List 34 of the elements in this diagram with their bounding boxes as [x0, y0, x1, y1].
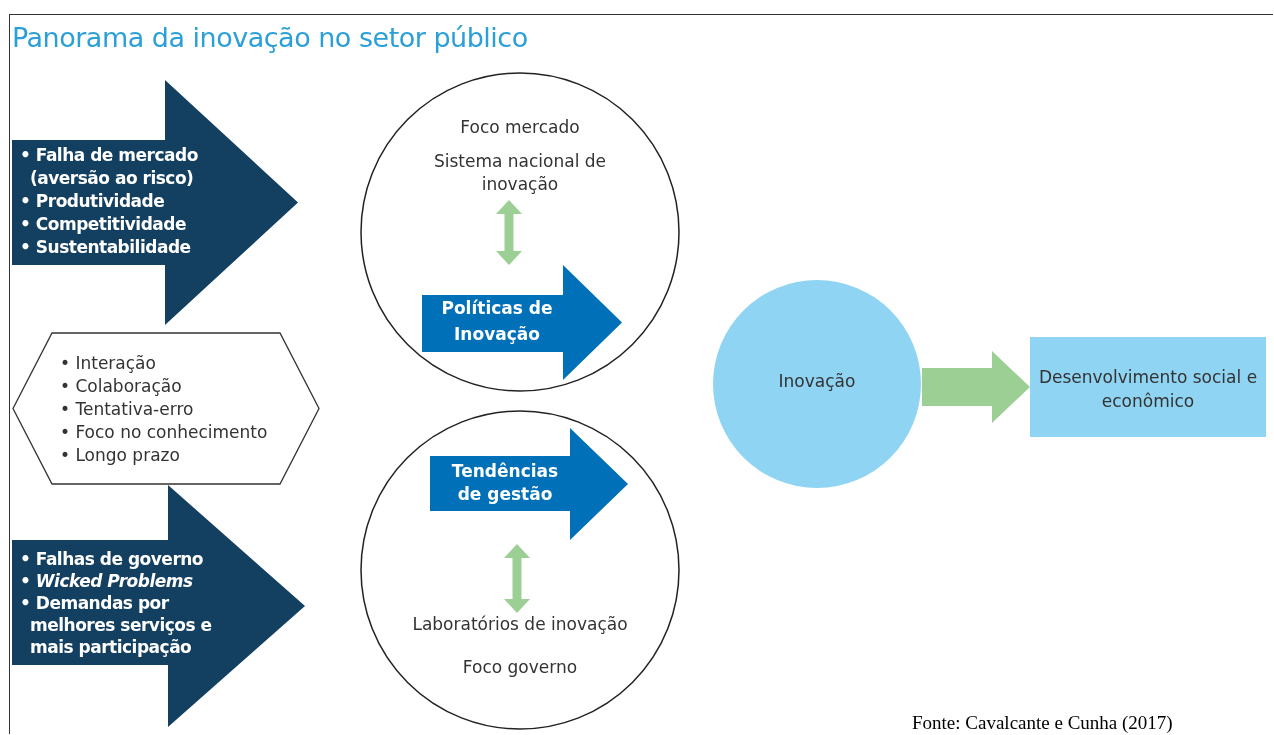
bullet-item: • Falha de mercado (aversão ao risco) — [20, 144, 199, 190]
bullet-item: • Falhas de governo — [20, 548, 205, 570]
bullet-item: • Foco no conhecimento — [60, 421, 269, 444]
node-text: Tendências de gestão — [450, 460, 560, 506]
bullet-item: • Wicked Problems — [20, 570, 194, 592]
block-arrow — [430, 428, 628, 540]
bullet-item: • Tentativa-erro — [60, 398, 195, 421]
bullet-item: • Longo prazo — [60, 444, 181, 467]
circle-outline — [360, 410, 680, 730]
block-arrow — [922, 351, 1030, 423]
node-text: Foco governo — [461, 656, 579, 679]
block-arrow — [12, 485, 305, 727]
node-text: Desenvolvimento social e econômico — [1037, 366, 1259, 413]
double-arrow — [496, 200, 522, 265]
circle-shape — [712, 279, 922, 489]
block-arrow — [12, 80, 298, 325]
node-text: Inovação — [777, 371, 857, 391]
rectangle-box — [1030, 337, 1266, 437]
source-caption: Fonte: Cavalcante e Cunha (2017) — [912, 712, 1173, 734]
diagram-title: Panorama da inovação no setor público — [12, 22, 528, 53]
bullet-item: • Produtividade — [20, 190, 166, 213]
hexagon-shape — [12, 332, 320, 485]
bullet-item: • Competitividade — [20, 213, 187, 236]
node-text: Políticas de Inovação — [440, 297, 554, 346]
node-text: Sistema nacional de inovação — [432, 150, 608, 196]
node-text: Laboratórios de inovação — [411, 613, 629, 636]
block-arrow — [422, 265, 622, 380]
bullet-item: • Colaboração — [60, 375, 183, 398]
node-text: Foco mercado — [459, 116, 581, 139]
double-arrow — [504, 544, 530, 613]
bullet-item: • Interação — [60, 352, 157, 375]
circle-outline — [360, 72, 680, 392]
bullet-item: • Demandas por melhores serviços e mais participação — [20, 592, 213, 658]
bullet-item: • Sustentabilidade — [20, 236, 192, 259]
